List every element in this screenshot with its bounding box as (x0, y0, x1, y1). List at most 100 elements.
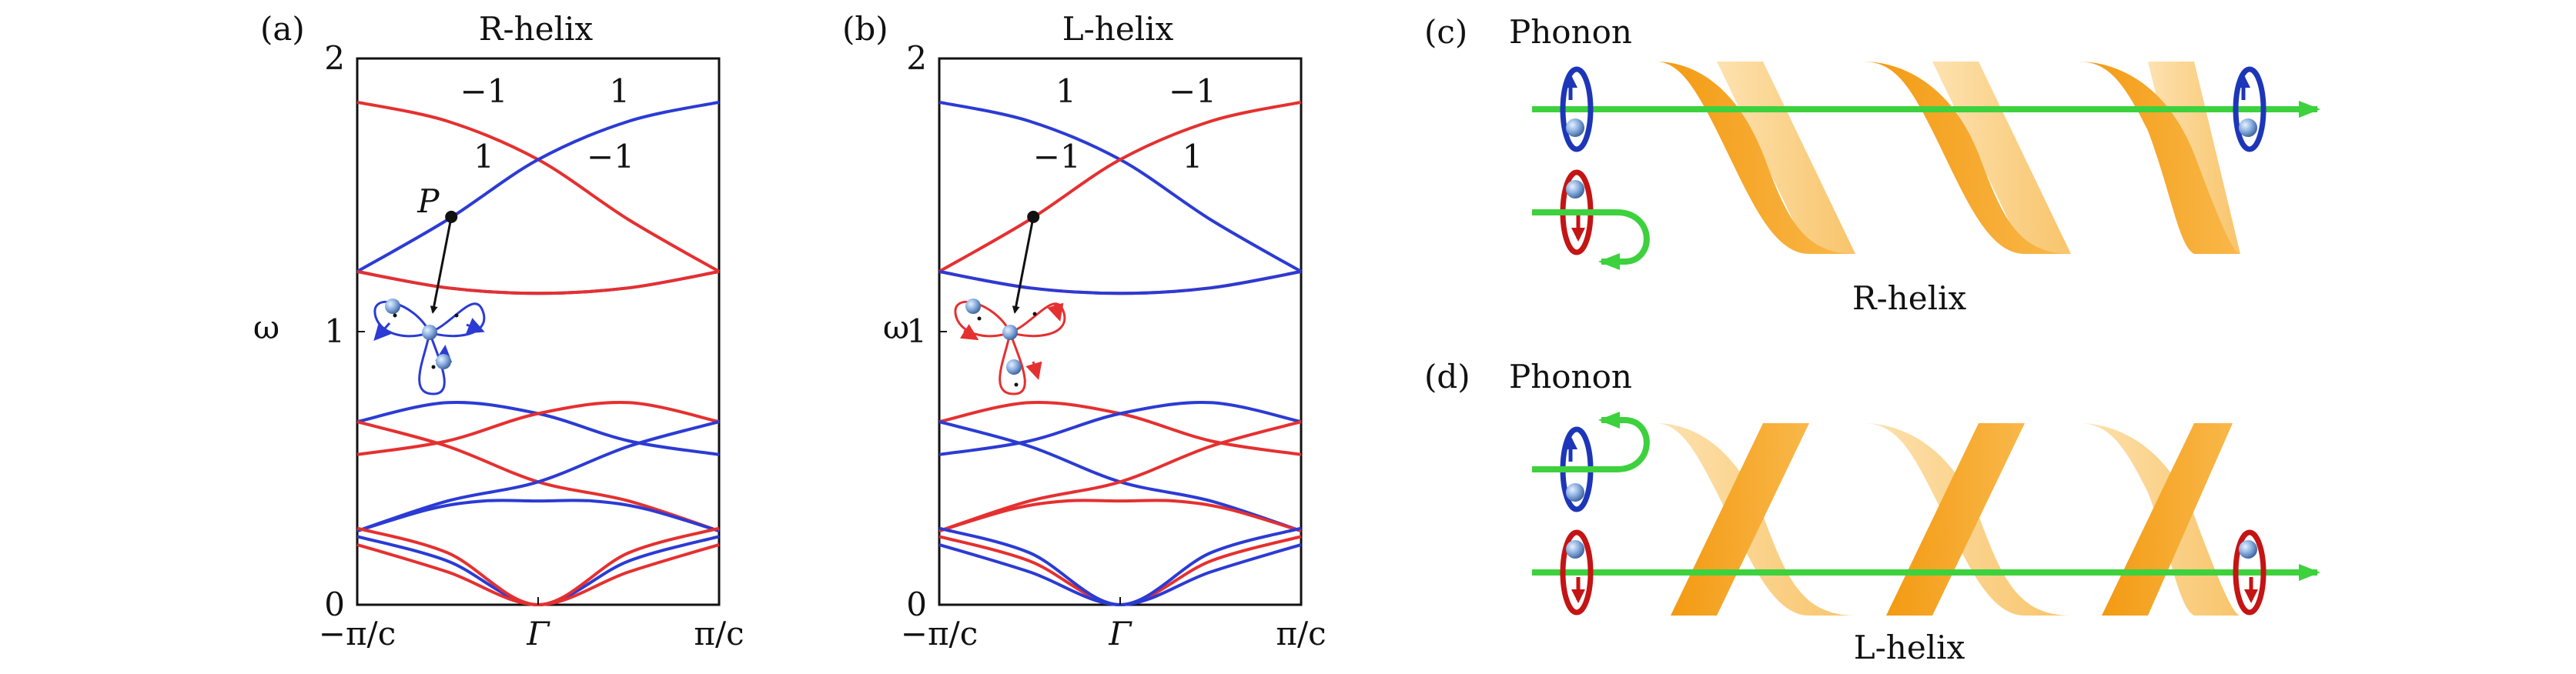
y-tick-label: 2 (906, 39, 927, 77)
x-tick-label: π/c (694, 615, 744, 652)
y-tick-label: 1 (324, 312, 345, 350)
band-line (356, 401, 720, 456)
site-dot (454, 313, 459, 318)
red-reflected-mode (1532, 169, 1650, 270)
site-dot (977, 316, 982, 321)
reflected-phonon-arrow (1532, 209, 1650, 270)
trefoil-loops (373, 300, 486, 395)
band-line (356, 535, 720, 607)
trefoil-loops (954, 300, 1066, 395)
y-tick-label: 2 (324, 39, 345, 77)
blue-rotation-ring-right (2233, 66, 2267, 152)
trefoil-arrow (1047, 302, 1064, 322)
band-chirality-label: 1 (609, 72, 630, 110)
x-tick-label: −π/c (901, 615, 978, 652)
panel-c: (c) Phonon R-helix (1424, 13, 2320, 317)
y-tick-label: 1 (906, 312, 927, 350)
panel-a-label: (a) (260, 10, 305, 48)
blue-reflected-mode (1532, 412, 1650, 512)
band-line (356, 420, 720, 532)
y-tick-label: 0 (324, 586, 345, 623)
band-line (356, 526, 720, 607)
trefoil-arrow (373, 322, 392, 341)
mode-inset-red (954, 299, 1066, 395)
panel-b-title: L-helix (1062, 10, 1174, 48)
red-rotation-ring-left (1560, 529, 1594, 616)
atom (1002, 325, 1018, 340)
mode-inset-blue (373, 299, 486, 395)
band-line (938, 526, 1302, 607)
point-arrow (1012, 216, 1035, 314)
panel-c-title: Phonon (1509, 13, 1632, 51)
atom (2239, 540, 2257, 559)
blue-rotation-ring-left (1560, 66, 1594, 152)
panel-c-caption: R-helix (1852, 279, 1967, 317)
atom (1566, 483, 1584, 502)
band-chirality-label: −1 (460, 72, 508, 110)
site-dot (393, 313, 397, 318)
x-tick-label: π/c (1276, 615, 1326, 652)
band-line (938, 100, 1302, 273)
atom (385, 299, 400, 314)
panel-a-frame (356, 57, 721, 606)
ring (1560, 66, 1594, 152)
panel-c-label: (c) (1424, 13, 1467, 51)
band-line (938, 499, 1302, 533)
ribbon-front-strip (1655, 62, 1855, 254)
panel-b-ylabel: ω (883, 309, 909, 346)
panel-a-ylabel: ω (253, 309, 279, 346)
point-p-label: P (417, 182, 440, 220)
atom (965, 299, 981, 314)
reflected-phonon-arrow (1532, 412, 1650, 472)
band-line (938, 535, 1302, 607)
band-chirality-label: 1 (473, 138, 494, 175)
point-p-arrow (430, 216, 453, 314)
trefoil-arrow (959, 324, 979, 341)
panel-d: (d) Phonon L-helix (1424, 358, 2320, 666)
band-line (938, 269, 1302, 295)
atom (2239, 118, 2257, 137)
x-tick-label: Γ (1108, 615, 1132, 652)
atom (1006, 359, 1022, 375)
band-line (356, 269, 720, 295)
trefoil-arrow (466, 318, 485, 334)
panel-a-title: R-helix (479, 10, 594, 48)
band-line (356, 499, 720, 533)
band-line (938, 401, 1302, 456)
site-dot (431, 365, 436, 369)
panel-d-label: (d) (1424, 358, 1470, 395)
panel-d-caption: L-helix (1854, 629, 1965, 666)
band-line (938, 100, 1302, 273)
ring (2233, 529, 2267, 616)
l-helix-ribbon (1655, 423, 2240, 616)
atom (436, 354, 451, 369)
band-chirality-label: −1 (1169, 72, 1216, 110)
atom (1566, 540, 1584, 559)
band-line (938, 420, 1302, 532)
y-tick-label: 0 (906, 586, 927, 623)
trefoil-arrow (1025, 361, 1042, 380)
site-dot (1014, 382, 1019, 387)
panel-b-bands (938, 100, 1302, 607)
ring (1560, 529, 1594, 616)
band-line (356, 100, 720, 273)
x-tick-label: −π/c (319, 615, 396, 652)
band-line (356, 542, 720, 607)
ring (2233, 66, 2267, 152)
ribbon-front-strip (1886, 423, 2025, 616)
red-rotation-ring-right (2233, 529, 2267, 616)
band-line (938, 542, 1302, 607)
band-chirality-label: 1 (1055, 72, 1076, 110)
atom (422, 325, 437, 340)
atom (1566, 118, 1584, 137)
panel-d-title: Phonon (1509, 358, 1632, 395)
atom (1566, 180, 1584, 199)
band-line (356, 100, 720, 273)
site-dot (1032, 312, 1037, 316)
band-chirality-label: −1 (1033, 138, 1081, 175)
